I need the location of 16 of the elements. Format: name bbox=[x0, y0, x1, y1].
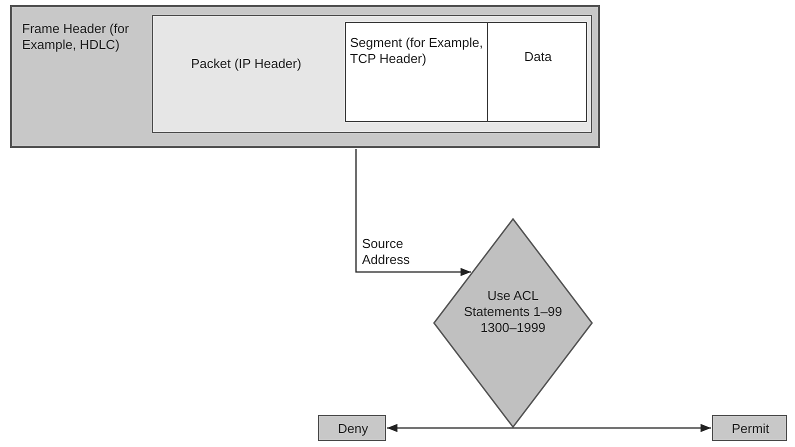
node-label: Deny bbox=[336, 421, 370, 437]
node-label: Permit bbox=[730, 421, 770, 437]
arrow bbox=[387, 424, 513, 432]
node-label: Packet (IP Header) bbox=[191, 56, 302, 72]
frame-box bbox=[10, 5, 600, 148]
node-label: Frame Header (for Example, HDLC) bbox=[22, 21, 130, 53]
arrow bbox=[513, 424, 711, 432]
process-box bbox=[318, 415, 386, 441]
node-label: Data bbox=[523, 49, 553, 65]
data-box bbox=[487, 22, 587, 122]
packet-box bbox=[152, 15, 592, 133]
node-label: Use ACL Statements 1–99 1300–1999 bbox=[462, 288, 564, 336]
node-label: Segment (for Example, TCP Header) bbox=[350, 35, 484, 67]
segment-box bbox=[345, 22, 488, 122]
process-box bbox=[712, 415, 787, 441]
arrow bbox=[355, 149, 471, 276]
